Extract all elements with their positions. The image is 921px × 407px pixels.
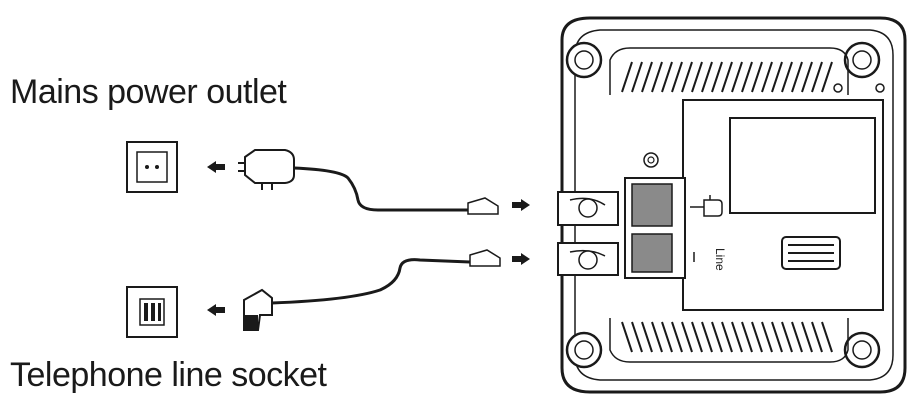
base-unit: Line <box>557 16 907 394</box>
c-mark-icon <box>643 152 659 168</box>
telephone-cable <box>271 258 471 305</box>
power-adapter <box>238 149 295 190</box>
telephone-plug <box>243 288 273 331</box>
telephone-cable-connector <box>469 249 501 267</box>
mains-power-outlet-label: Mains power outlet <box>10 73 287 111</box>
arrow-left-icon <box>207 161 225 173</box>
plug-icon <box>690 195 723 217</box>
arrow-right-icon <box>512 199 530 211</box>
arrow-left-icon <box>207 304 225 316</box>
line-port-label: Line <box>713 248 727 271</box>
mains-power-outlet <box>126 141 178 193</box>
line-port <box>631 233 673 273</box>
telephone-line-socket <box>126 286 178 338</box>
power-cable <box>293 166 468 212</box>
power-cable-connector <box>467 197 499 215</box>
arrow-right-icon <box>512 253 530 265</box>
telephone-line-socket-label: Telephone line socket <box>10 356 327 394</box>
power-port <box>631 183 673 227</box>
